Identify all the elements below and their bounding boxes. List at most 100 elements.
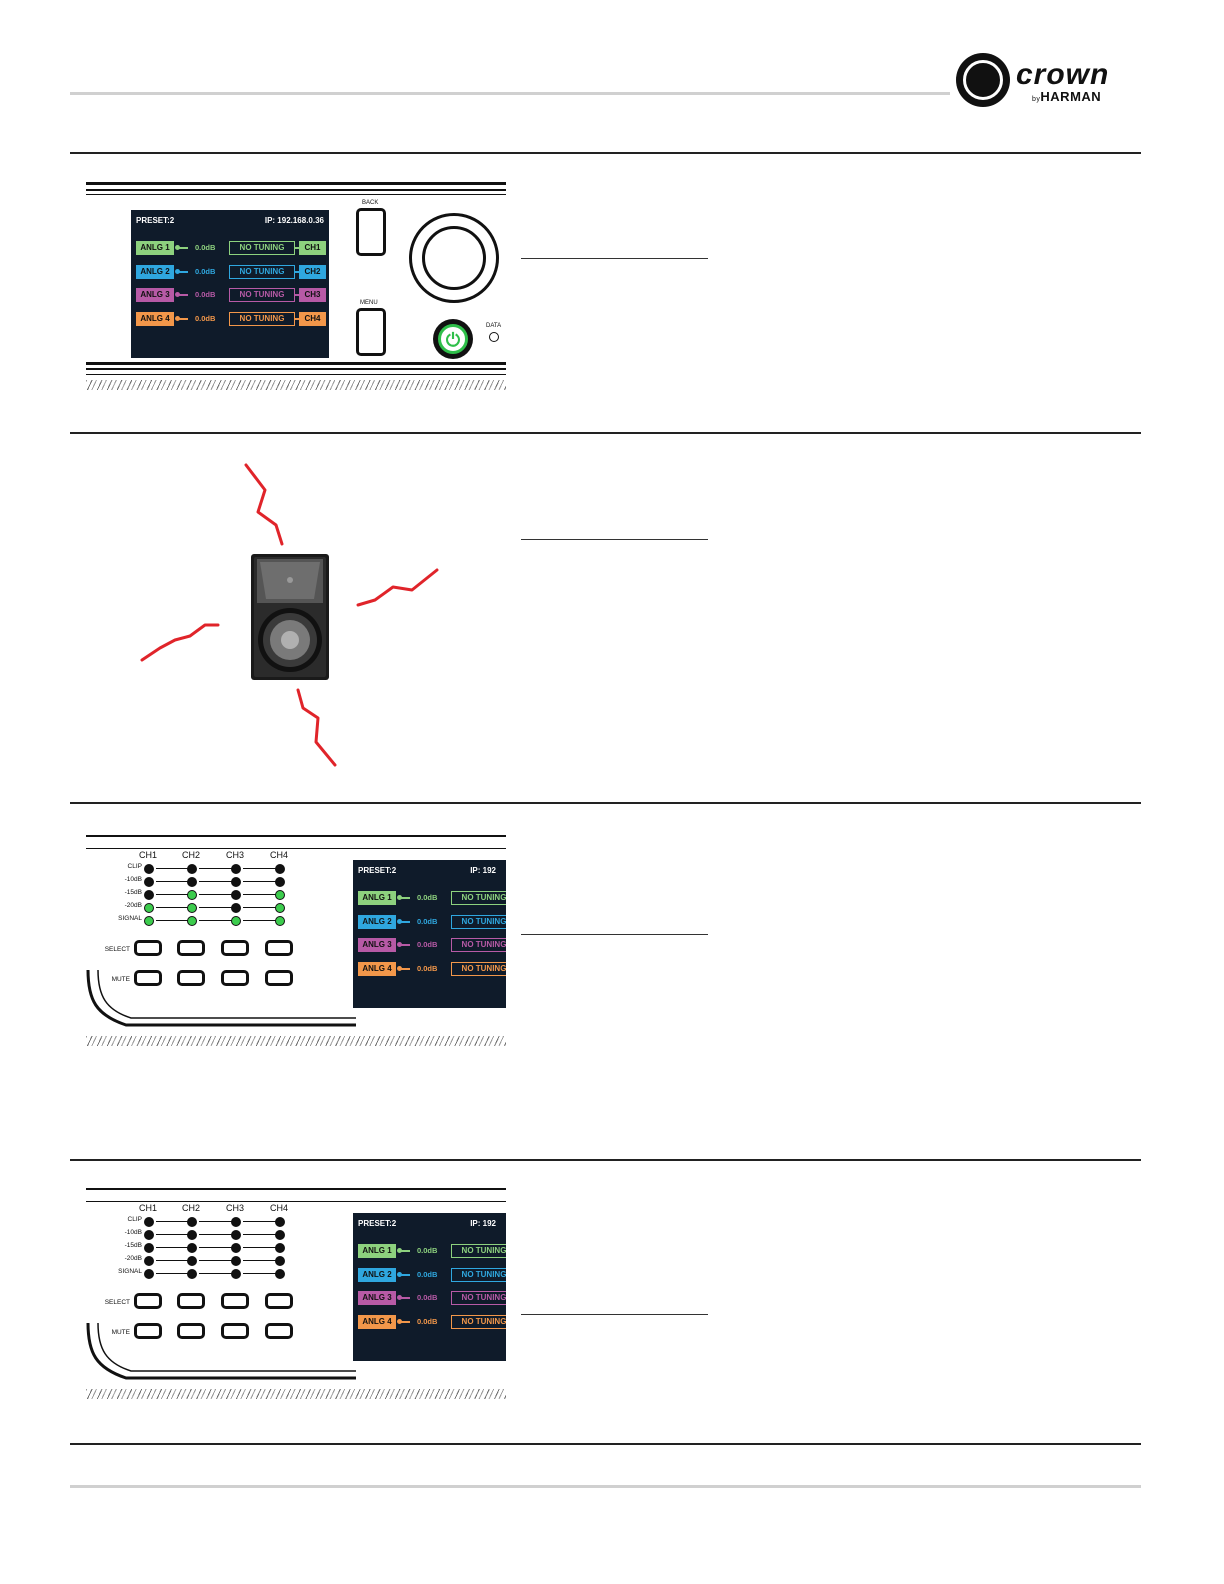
channel-label: CH4 [299,312,326,326]
select-label: SELECT [104,1299,130,1306]
select-button-ch4[interactable] [265,1293,293,1309]
section-divider-2 [70,432,1141,434]
meter-led [231,1243,241,1253]
tuning-label: NO TUNING [229,265,295,279]
meter-connector [243,1221,279,1222]
input-label: ANLG 2 [358,915,396,929]
meter-led [275,1217,285,1227]
meter-led [144,1269,154,1279]
meter-level-label: -20dB [124,902,142,909]
select-button-ch2[interactable] [177,940,205,956]
speaker-figure [140,463,439,767]
meter-led [144,1230,154,1240]
data-led [489,332,499,342]
meter-level-label: -10dB [124,1229,142,1236]
meter-connector [243,1273,279,1274]
channel-header: CH1 [139,1203,158,1213]
meter-connector [156,1273,191,1274]
meter-led [187,1217,197,1227]
meter-led [231,903,241,913]
meter-led [231,1269,241,1279]
select-button-ch4[interactable] [265,940,293,956]
mute-button-ch3[interactable] [221,970,249,986]
select-button-ch2[interactable] [177,1293,205,1309]
mute-button-ch1[interactable] [134,970,162,986]
menu-label: MENU [360,300,378,306]
tuning-label: NO TUNING [451,1268,506,1282]
footer-rule [70,1485,1141,1488]
meter-led [187,916,197,926]
subheading-rule-3 [521,934,708,935]
select-button-ch3[interactable] [221,1293,249,1309]
mute-button-ch2[interactable] [177,1323,205,1339]
gain-value: 0.0dB [195,267,216,276]
mute-button-ch4[interactable] [265,1323,293,1339]
input-label: ANLG 3 [358,938,396,952]
gain-key-icon [397,1319,410,1324]
encoder-knob[interactable] [409,213,499,303]
back-label: BACK [362,200,379,206]
meter-connector [243,907,279,908]
channel-label: CH3 [299,288,326,302]
mute-button-ch1[interactable] [134,1323,162,1339]
route-link [294,271,300,273]
gain-key-icon [175,316,188,321]
select-button-ch1[interactable] [134,940,162,956]
gain-key-icon [175,245,188,250]
lcd-route-row: ANLG 2 0.0dB NO TUNING [358,915,506,929]
tuning-label: NO TUNING [229,312,295,326]
meter-led [144,1256,154,1266]
tuning-label: NO TUNING [451,962,506,976]
section-divider-4 [70,1159,1141,1161]
meter-connector [199,920,235,921]
gain-key-icon [175,292,188,297]
gain-value: 0.0dB [417,1293,438,1302]
tuning-label: NO TUNING [451,915,506,929]
ip-address: IP: 192.168.0.36 [264,216,324,225]
gain-value: 0.0dB [417,1270,438,1279]
tuning-label: NO TUNING [229,288,295,302]
meter-led [187,1256,197,1266]
meter-connector [156,1247,191,1248]
meter-connector [199,1221,235,1222]
gain-value: 0.0dB [417,917,438,926]
meter-led [275,1256,285,1266]
meter-connector [243,1260,279,1261]
gain-key-icon [397,1272,410,1277]
meter-led [187,1243,197,1253]
route-link [294,294,300,296]
meter-led [144,916,154,926]
meter-connector [243,1247,279,1248]
preset-label: PRESET:2 [136,216,175,225]
meter-connector [156,907,191,908]
menu-button[interactable] [356,308,386,356]
select-button-ch3[interactable] [221,940,249,956]
mute-button-ch3[interactable] [221,1323,249,1339]
mute-button-ch2[interactable] [177,970,205,986]
section-divider-3 [70,802,1141,804]
subheading-rule-4 [521,1314,708,1315]
meter-level-label: -10dB [124,876,142,883]
gain-key-icon [397,966,410,971]
meter-led [144,903,154,913]
ip-address: IP: 192 [470,1219,496,1228]
back-button[interactable] [356,208,386,256]
mute-button-ch4[interactable] [265,970,293,986]
preset-label: PRESET:2 [358,1219,397,1228]
tuning-label: NO TUNING [451,891,506,905]
meter-level-label: SIGNAL [118,1268,142,1275]
power-button[interactable] [433,319,473,359]
channel-header: CH2 [182,1203,201,1213]
select-button-ch1[interactable] [134,1293,162,1309]
meter-led [187,864,197,874]
meter-led [275,903,285,913]
gain-key-icon [175,269,188,274]
